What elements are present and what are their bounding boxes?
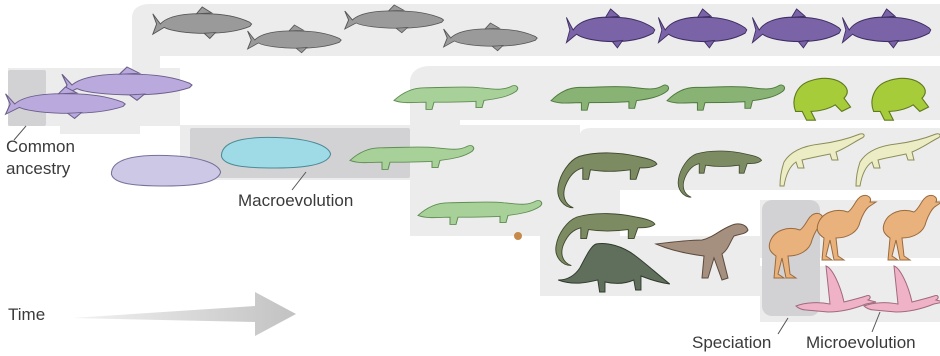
fossil-dot	[514, 232, 522, 240]
speciation-label: Speciation	[692, 332, 771, 354]
microevolution-label: Microevolution	[806, 332, 916, 354]
common-ancestry-label-line2: ancestry	[6, 158, 70, 180]
common-ancestry-label-line1: Common	[6, 136, 75, 158]
macroevolution-label: Macroevolution	[238, 190, 353, 212]
time-arrow	[72, 292, 296, 336]
time-label: Time	[8, 304, 45, 326]
